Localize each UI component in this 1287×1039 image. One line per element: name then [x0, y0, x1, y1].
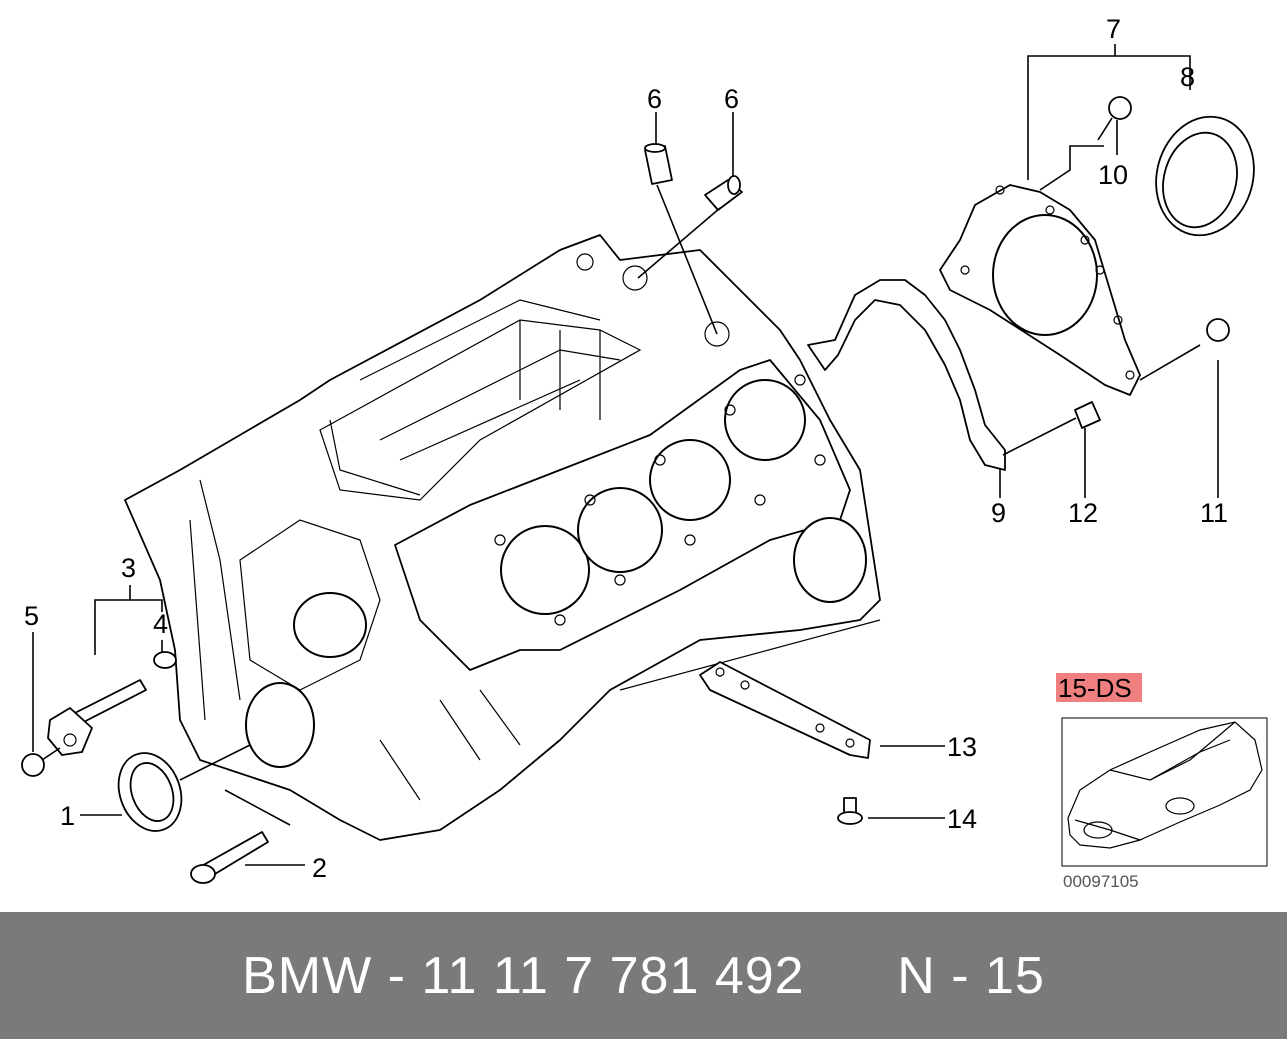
bracket-13 [699, 661, 945, 759]
bolt-10 [1097, 96, 1132, 141]
model-badge: 15-DS [1056, 673, 1142, 703]
callout-11: 11 [1200, 498, 1228, 528]
callout-10: 10 [1098, 160, 1128, 190]
parts-diagram: 1 2 3 4 5 6 6 7 8 9 10 11 12 13 14 15-DS… [21, 14, 1268, 891]
dowel-sleeve-left [644, 143, 673, 185]
callout-12: 12 [1068, 498, 1098, 528]
footer-text: BMW - 11 11 7 781 492 N - 15 [0, 946, 1287, 1006]
callout-2: 2 [312, 853, 327, 883]
callout-8: 8 [1180, 62, 1195, 92]
footer-bar: BMW - 11 11 7 781 492 N - 15 [0, 912, 1287, 1039]
page-ref: N - 15 [897, 947, 1045, 1005]
bolt-5 [21, 632, 61, 777]
radial-seal-front [80, 744, 251, 832]
callout-9: 9 [991, 498, 1006, 528]
dowel-sleeve-12 [1074, 401, 1101, 498]
bolt-11 [1139, 318, 1230, 498]
engine-block [124, 234, 881, 841]
washer-4 [153, 640, 177, 669]
callout-13: 13 [947, 732, 977, 762]
inset-code: 00097105 [1063, 872, 1139, 891]
vehicle-inset: 00097105 [1061, 717, 1268, 891]
dowel-sleeve-right [704, 175, 743, 211]
callout-3: 3 [121, 553, 136, 583]
callout-6a: 6 [647, 84, 662, 114]
model-badge-label: 15-DS [1058, 673, 1132, 703]
car-outline-icon [1067, 721, 1263, 849]
bolt-2 [190, 789, 305, 884]
bolt-14 [837, 797, 945, 825]
bracket-plate [47, 707, 93, 756]
callout-1: 1 [60, 801, 75, 831]
rear-end-cover [939, 184, 1141, 396]
radial-seal-rear [1155, 115, 1255, 237]
callout-7: 7 [1106, 14, 1121, 44]
gasket-rear [807, 279, 1006, 471]
part-number: BMW - 11 11 7 781 492 [242, 947, 805, 1005]
callout-5: 5 [24, 601, 39, 631]
callout-14: 14 [947, 804, 977, 834]
callout-6b: 6 [724, 84, 739, 114]
callout-4: 4 [153, 609, 168, 639]
